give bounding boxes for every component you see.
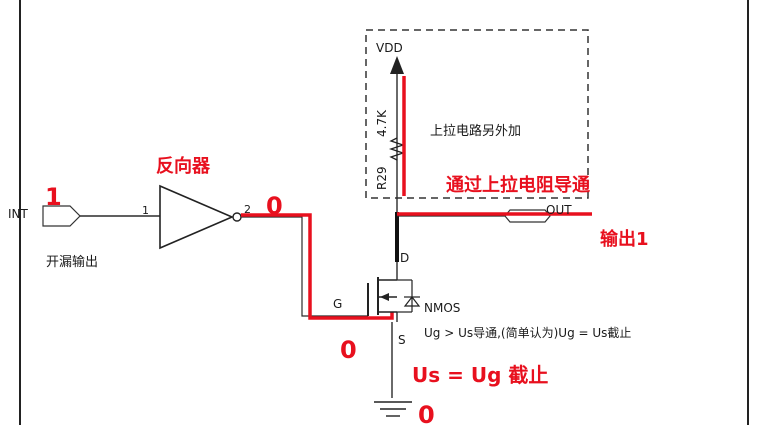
annotation-ground-0: 0: [418, 401, 435, 425]
label-pin2: 2: [244, 203, 251, 216]
annotation-via-pullup: 通过上拉电阻导通: [446, 174, 590, 196]
annotation-input-1: 1: [45, 183, 62, 211]
label-source: S: [398, 333, 406, 347]
label-pullup-extra: 上拉电路另外加: [430, 123, 521, 139]
int-port-symbol: [42, 205, 81, 227]
annotation-gate-0: 0: [340, 336, 357, 364]
label-gate: G: [333, 297, 342, 311]
annotation-inverter: 反向器: [156, 155, 211, 177]
label-vdd: VDD: [376, 41, 403, 55]
label-resistor-value: 4.7K: [375, 109, 389, 137]
annotation-inverter-out-0: 0: [266, 192, 283, 220]
gate-drive-wire: [241, 216, 368, 317]
out-port-symbol: [504, 209, 551, 223]
nmos-arrow: [380, 293, 389, 301]
gate-drive-highlight: [241, 213, 394, 320]
annotation-output-1: 输出1: [600, 228, 649, 250]
label-drain: D: [400, 251, 409, 265]
label-nmos: NMOS: [424, 301, 460, 315]
resistor-r29: [388, 137, 406, 161]
inverter-bubble: [232, 212, 242, 222]
label-condition-note: Ug > Us导通,(简单认为)Ug = Us截止: [424, 326, 631, 340]
label-open-drain: 开漏输出: [46, 254, 98, 270]
label-resistor-name: R29: [375, 166, 389, 190]
diode-triangle: [403, 296, 421, 307]
inverter-symbol: [159, 184, 235, 250]
pullup-dashed-box: [365, 29, 589, 199]
label-pin1: 1: [142, 204, 149, 217]
label-int: INT: [8, 207, 29, 221]
vdd-arrow-icon: [390, 56, 404, 74]
label-out: OUT: [546, 203, 572, 217]
annotation-cutoff: Us = Ug 截止: [412, 363, 548, 387]
